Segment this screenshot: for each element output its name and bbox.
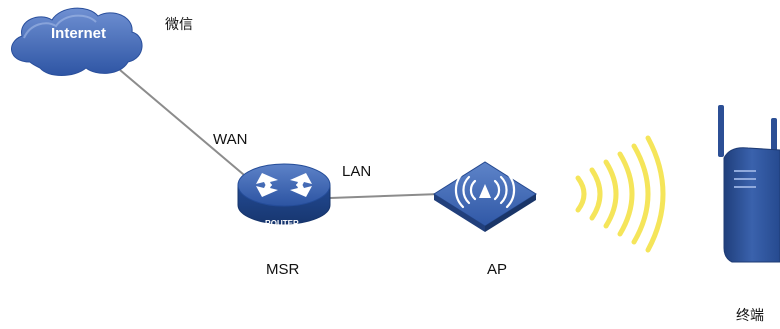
internet-cloud-icon <box>11 7 143 76</box>
lan-link <box>329 193 441 199</box>
msr-label: MSR <box>266 261 300 278</box>
ap-label: AP <box>487 261 508 278</box>
wan-label: WAN <box>213 131 248 148</box>
internet-label: Internet <box>51 25 107 42</box>
router-icon <box>237 163 331 225</box>
router-badge-label: ROUTER <box>265 219 299 228</box>
wireless-access-point-icon <box>433 161 537 232</box>
terminal-label: 终端 <box>736 308 764 324</box>
wan-link <box>119 69 251 181</box>
lan-label: LAN <box>342 163 372 180</box>
weixin-label: 微信 <box>165 17 193 33</box>
terminal-device-icon <box>718 105 780 263</box>
wifi-signal-waves-icon <box>575 135 666 253</box>
